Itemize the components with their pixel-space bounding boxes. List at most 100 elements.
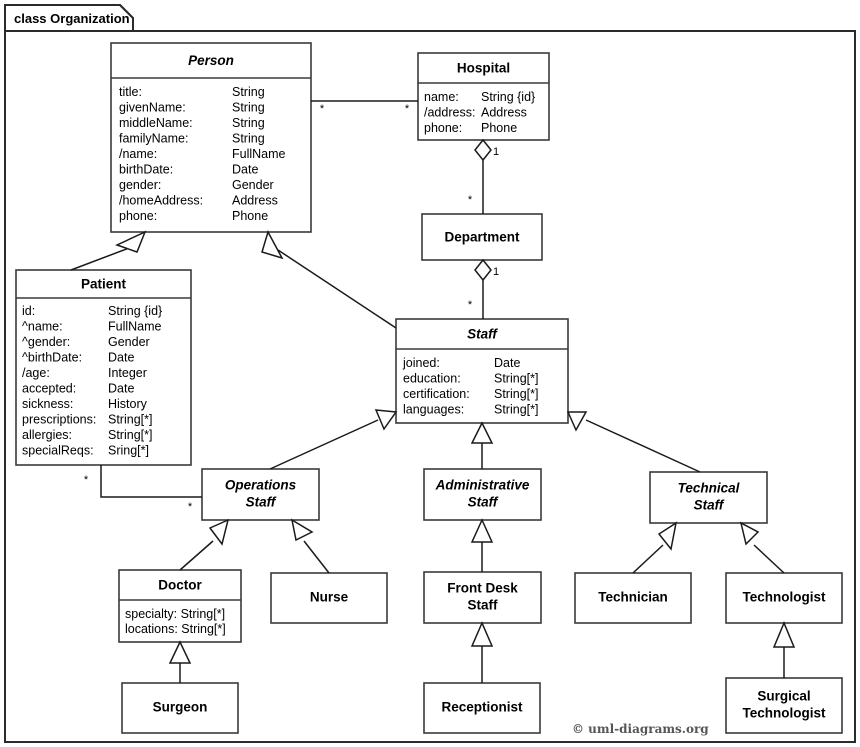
class-patient-attr-type-2: Gender — [108, 335, 150, 349]
class-hospital-title: Hospital — [457, 61, 510, 76]
class-surgeon[interactable]: Surgeon — [121, 682, 239, 734]
class-patient-box[interactable] — [15, 269, 192, 466]
class-nurse-box[interactable] — [270, 572, 388, 624]
class-patient-attr-type-8: String[*] — [108, 428, 152, 442]
class-technical-staff[interactable]: Technical Staff — [649, 471, 768, 524]
class-patient-attr-name-0: id: — [22, 304, 35, 318]
class-front-desk-staff[interactable]: Front Desk Staff — [423, 571, 542, 624]
class-hospital[interactable]: Hospital name: String {id} /address: Add… — [417, 52, 550, 141]
generalization-nurse-operations-staff[interactable] — [290, 518, 330, 574]
class-patient-attr-type-5: Date — [108, 382, 134, 396]
generalization-operations-staff-staff[interactable] — [269, 409, 398, 470]
class-operations-staff[interactable]: Operations Staff — [201, 468, 320, 521]
association-patient-operations-staff-line — [100, 465, 202, 498]
class-staff-attr-name-2: certification: — [403, 387, 470, 401]
association-patient-operations-staff[interactable]: * * — [84, 465, 202, 513]
association-person-hospital[interactable]: * * — [311, 100, 418, 115]
generalization-staff-person[interactable] — [261, 230, 397, 329]
class-person-attr-name-6: gender: — [119, 178, 161, 192]
generalization-technologist-technical-staff-line — [753, 544, 785, 574]
class-surgical-technologist-title-line2: Technologist — [743, 706, 827, 721]
generalization-front-desk-administrative[interactable] — [470, 518, 494, 572]
class-person-box[interactable] — [110, 42, 312, 233]
class-person-attr-name-3: familyName: — [119, 132, 188, 146]
class-patient-attr-type-0: String {id} — [108, 304, 162, 318]
generalization-surgeon-doctor[interactable] — [168, 640, 192, 683]
generalization-surgeon-doctor-arrow — [168, 640, 192, 664]
class-staff-attr-type-1: String[*] — [494, 372, 538, 386]
class-staff[interactable]: Staff joined: Date education: String[*] … — [395, 318, 569, 424]
class-person-attr-type-6: Gender — [232, 178, 274, 192]
class-receptionist-title: Receptionist — [441, 700, 523, 715]
class-patient-title: Patient — [81, 277, 127, 292]
class-person-attr-name-0: title: — [119, 85, 142, 99]
class-surgeon-box[interactable] — [121, 682, 239, 734]
class-person-title: Person — [188, 53, 234, 68]
class-technical-staff-box[interactable] — [649, 471, 768, 524]
class-doctor-attr-0: specialty: String[*] — [125, 607, 225, 621]
aggregation-hospital-department-mult-one: 1 — [493, 146, 499, 158]
class-nurse-title: Nurse — [310, 590, 349, 605]
class-technical-staff-title-line1: Technical — [678, 481, 740, 496]
class-person-attr-name-7: /homeAddress: — [119, 194, 203, 208]
class-surgical-technologist-title-line1: Surgical — [757, 689, 810, 704]
class-administrative-staff-title-line2: Staff — [468, 495, 499, 510]
class-technical-staff-title-line2: Staff — [694, 498, 725, 513]
class-doctor-box[interactable] — [118, 569, 242, 643]
generalization-technician-technical-staff-line — [632, 544, 664, 574]
aggregation-department-staff[interactable]: 1 * — [468, 258, 499, 319]
generalization-technical-staff-staff[interactable] — [566, 411, 701, 473]
generalization-technologist-technical-staff[interactable] — [739, 521, 785, 574]
class-front-desk-staff-title-line1: Front Desk — [447, 581, 518, 596]
class-department[interactable]: Department — [421, 213, 543, 261]
class-technologist[interactable]: Technologist — [725, 572, 843, 624]
generalization-administrative-staff-staff[interactable] — [470, 421, 494, 469]
aggregation-hospital-department-diamond — [474, 138, 492, 162]
class-department-box[interactable] — [421, 213, 543, 261]
class-staff-attr-name-1: education: — [403, 372, 461, 386]
class-operations-staff-box[interactable] — [201, 468, 320, 521]
generalization-staff-person-line — [277, 249, 397, 329]
class-front-desk-staff-title-line2: Staff — [468, 598, 499, 613]
class-hospital-box[interactable] — [417, 52, 550, 141]
class-person-attr-name-4: /name: — [119, 147, 157, 161]
generalization-doctor-operations-staff-arrow — [208, 518, 230, 546]
class-patient-attr-name-6: sickness: — [22, 397, 73, 411]
class-patient[interactable]: Patient id: String {id} ^name: FullName … — [15, 269, 192, 466]
aggregation-department-staff-mult-one: 1 — [493, 266, 499, 278]
generalization-nurse-operations-staff-line — [303, 540, 330, 574]
class-doctor[interactable]: Doctor specialty: String[*] locations: S… — [118, 569, 242, 643]
class-person-attr-type-5: Date — [232, 163, 258, 177]
class-patient-attr-name-9: specialReqs: — [22, 444, 94, 458]
frame-label-text: class Organization — [14, 11, 130, 26]
association-patient-operations-mult-left: * — [84, 474, 89, 486]
aggregation-department-staff-diamond — [474, 258, 492, 282]
class-person-attr-type-7: Address — [232, 194, 278, 208]
class-surgical-technologist-box[interactable] — [725, 677, 843, 734]
class-staff-box[interactable] — [395, 318, 569, 424]
class-staff-title: Staff — [467, 327, 498, 342]
generalization-receptionist-front-desk[interactable] — [470, 621, 494, 683]
class-nurse[interactable]: Nurse — [270, 572, 388, 624]
generalization-surgical-technologist-technologist-arrow — [772, 621, 796, 648]
class-administrative-staff[interactable]: Administrative Staff — [423, 468, 542, 521]
generalization-patient-person[interactable] — [70, 230, 147, 271]
class-staff-attr-type-2: String[*] — [494, 387, 538, 401]
class-person-attr-type-0: String — [232, 85, 265, 99]
class-person-attr-name-1: givenName: — [119, 101, 186, 115]
generalization-operations-staff-staff-line — [269, 419, 379, 470]
generalization-doctor-operations-staff[interactable] — [179, 518, 230, 571]
aggregation-hospital-department[interactable]: 1 * — [468, 138, 499, 214]
class-receptionist[interactable]: Receptionist — [423, 682, 541, 734]
generalization-technician-technical-staff[interactable] — [632, 521, 678, 574]
class-person[interactable]: Person title: String givenName: String m… — [110, 42, 312, 233]
class-receptionist-box[interactable] — [423, 682, 541, 734]
class-surgical-technologist[interactable]: Surgical Technologist — [725, 677, 843, 734]
class-technologist-title: Technologist — [743, 590, 827, 605]
class-technician[interactable]: Technician — [574, 572, 692, 624]
generalization-receptionist-front-desk-arrow — [470, 621, 494, 647]
class-patient-attr-name-3: ^birthDate: — [22, 351, 82, 365]
generalization-surgical-technologist-technologist[interactable] — [772, 621, 796, 678]
